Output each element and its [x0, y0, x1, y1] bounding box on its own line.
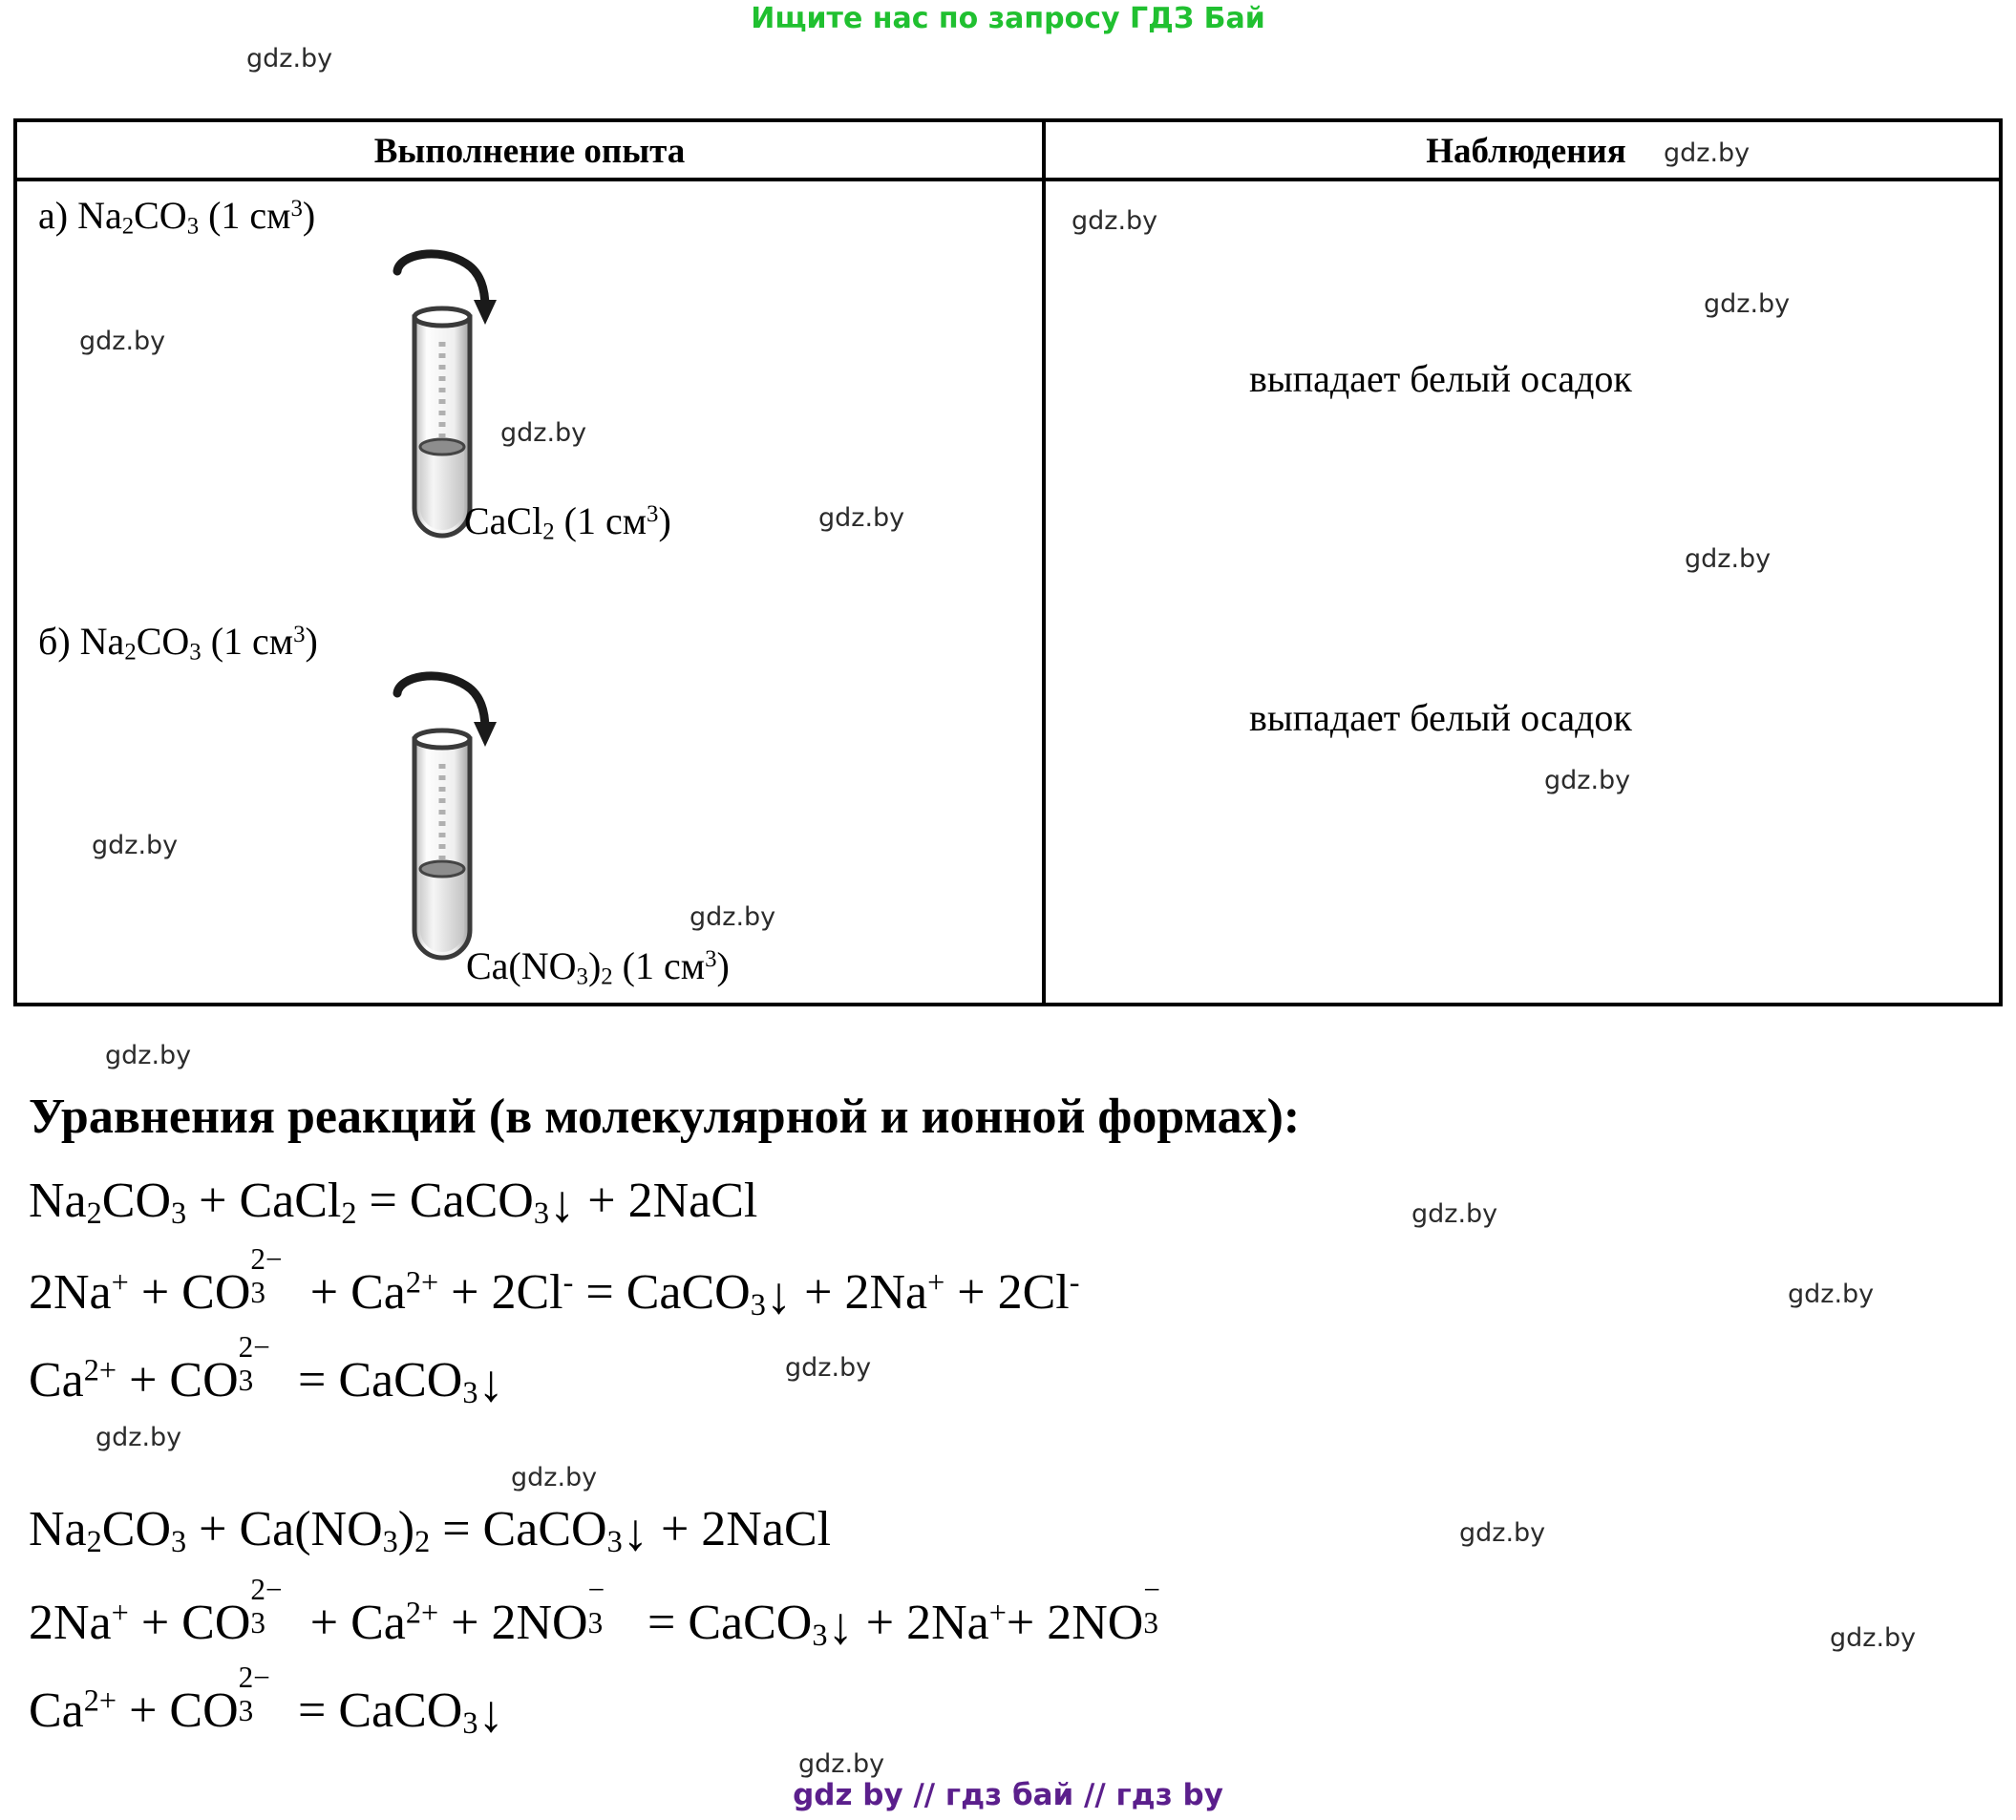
promo-banner: Ищите нас по запросу ГДЗ Бай [751, 2, 1265, 35]
row-b-reagent-bottom: Ca(NO3)2 (1 см3) [466, 944, 730, 990]
row-b-observation: выпадает белый осадок [1249, 696, 1632, 739]
watermark: gdz.by [1664, 138, 1751, 168]
site-footer: gdz by // гдз бай // гдз by [793, 1778, 1223, 1812]
column-header-procedure: Выполнение опыта [373, 132, 686, 171]
watermark: gdz.by [1685, 544, 1772, 574]
equations-title: Уравнения реакций (в молекулярной и ионн… [29, 1090, 1301, 1144]
watermark: gdz.by [500, 418, 587, 448]
watermark: gdz.by [1072, 206, 1158, 236]
watermark: gdz.by [1830, 1623, 1917, 1653]
test-tube-figure [412, 728, 473, 961]
pour-arrow-icon [393, 249, 497, 325]
watermark: gdz.by [105, 1041, 192, 1070]
watermark: gdz.by [785, 1353, 872, 1383]
watermark: gdz.by [690, 902, 776, 932]
table-header-row [17, 122, 1999, 181]
watermark: gdz.by [95, 1423, 182, 1452]
column-header-observation: Наблюдения [1426, 132, 1626, 171]
row-a-observation: выпадает белый осадок [1249, 357, 1632, 400]
table-column-divider [1042, 122, 1046, 1003]
watermark: gdz.by [246, 44, 333, 74]
watermark: gdz.by [92, 831, 179, 860]
watermark: gdz.by [511, 1463, 598, 1492]
row-b-reagent-top: б) Na2CO3 (1 см3) [38, 620, 318, 666]
test-tube-figure [412, 306, 473, 539]
pour-arrow-icon [393, 671, 497, 747]
equation-b-molecular: Na2CO3 + Ca(NO3)2 = CaCO3↓ + 2NaCl [29, 1502, 832, 1562]
equation-a-molecular: Na2CO3 + CaCl2 = CaCO3↓ + 2NaCl [29, 1174, 758, 1234]
experiment-table: Выполнение опыта Наблюдения а) Na2CO3 (1… [13, 118, 2003, 1006]
row-a-reagent-top: а) Na2CO3 (1 см3) [38, 194, 316, 240]
watermark: gdz.by [1459, 1518, 1546, 1548]
watermark: gdz.by [1704, 289, 1791, 319]
watermark: gdz.by [798, 1749, 885, 1779]
watermark: gdz.by [818, 503, 905, 533]
watermark: gdz.by [79, 327, 166, 356]
watermark: gdz.by [1544, 766, 1631, 795]
watermark: gdz.by [1788, 1280, 1875, 1309]
row-a-reagent-bottom: CaCl2 (1 см3) [464, 499, 671, 545]
watermark: gdz.by [1411, 1199, 1498, 1229]
